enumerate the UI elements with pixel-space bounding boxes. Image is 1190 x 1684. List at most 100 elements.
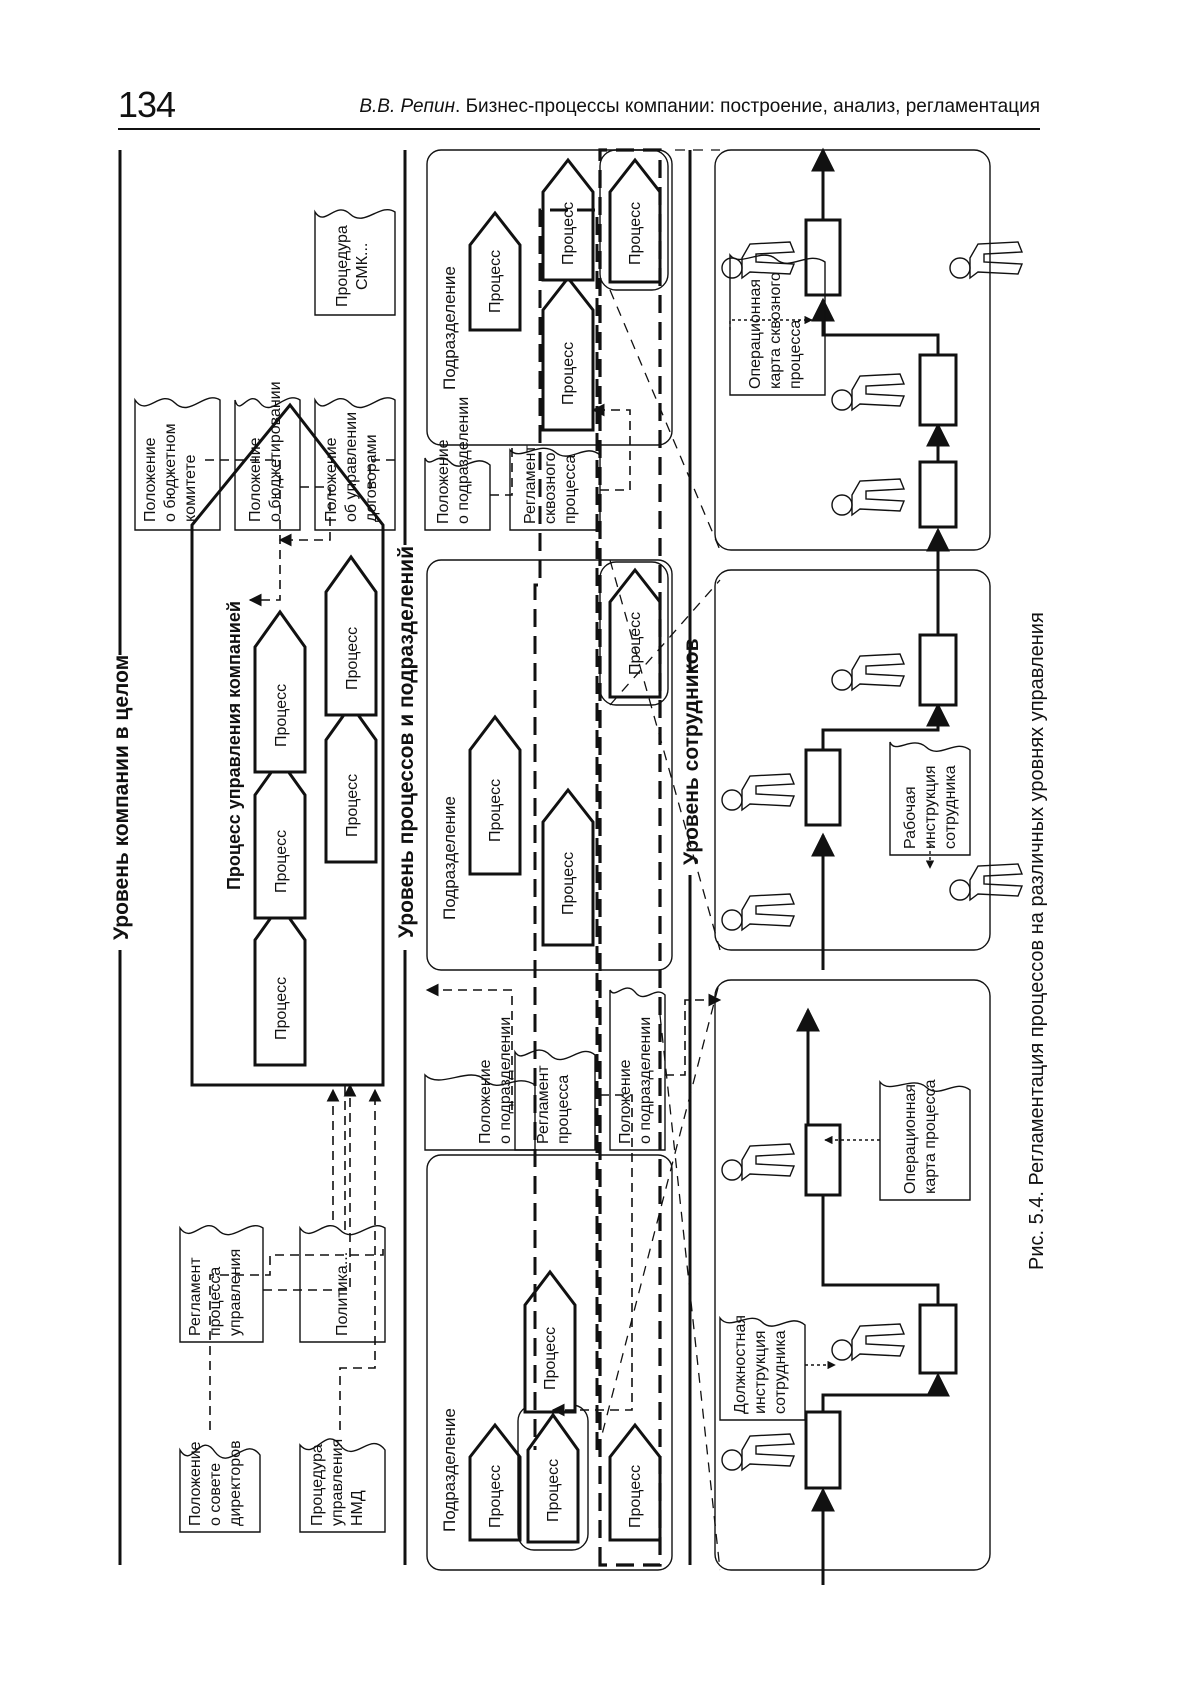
document-label: Должностная инструкция сотрудника bbox=[732, 1310, 789, 1414]
department-3[interactable]: Подразделение bbox=[426, 149, 673, 446]
document-shape bbox=[729, 252, 826, 396]
dept1-process-2[interactable]: Процесс bbox=[517, 1404, 589, 1551]
department-2[interactable]: Подразделение bbox=[426, 559, 673, 971]
department-label: Подразделение bbox=[440, 796, 459, 920]
level-company-label: Уровень компании в целом bbox=[110, 655, 133, 940]
doc-mgmt-process-regulation[interactable]: Регламент процесса управления bbox=[179, 1224, 264, 1343]
dept3-process-4[interactable]: Процесс bbox=[599, 149, 669, 291]
doc-work-instruction[interactable]: Рабочая инструкция сотрудника bbox=[889, 741, 971, 856]
company-process-3[interactable]: Процесс bbox=[253, 609, 307, 774]
person-icon bbox=[949, 241, 1023, 279]
department-1[interactable]: Подразделение bbox=[426, 1154, 673, 1571]
doc-process-regulation[interactable]: Регламент процесса bbox=[514, 1049, 596, 1151]
document-shape bbox=[609, 987, 666, 1151]
doc-job-description[interactable]: Должностная инструкция сотрудника bbox=[719, 1310, 806, 1421]
activity-box[interactable] bbox=[804, 748, 842, 827]
connector bbox=[591, 403, 631, 491]
frame bbox=[714, 979, 991, 1571]
process-label: Процесс bbox=[273, 830, 290, 893]
department-frame bbox=[426, 1154, 673, 1571]
document-label: Политика... bbox=[334, 1252, 351, 1336]
person-icon bbox=[831, 1323, 905, 1361]
doc-dept-regulation-2[interactable]: Положение о подразделении bbox=[609, 987, 666, 1151]
company-process-1[interactable]: Процесс bbox=[253, 902, 307, 1067]
document-label: Рабочая инструкция сотрудника bbox=[902, 761, 959, 849]
activity-box[interactable] bbox=[804, 1410, 842, 1490]
doc-nmd-procedure[interactable]: Процедура управления НМД bbox=[299, 1434, 386, 1533]
department-label: Подразделение bbox=[440, 266, 459, 390]
frame bbox=[714, 149, 991, 551]
process-label: Процесс bbox=[344, 627, 361, 690]
process-shape bbox=[541, 787, 595, 947]
process-shape bbox=[253, 757, 307, 920]
dept3-process-2[interactable]: Процесс bbox=[541, 275, 595, 432]
dept2-process-2[interactable]: Процесс bbox=[541, 787, 595, 947]
dept2-process-1[interactable]: Процесс bbox=[468, 714, 522, 876]
dept1-process-1[interactable]: Процесс bbox=[468, 1422, 522, 1542]
figure-caption: Рис. 5.4. Регламентация процессов на раз… bbox=[1026, 612, 1048, 1270]
document-label: Положение о бюджетировании bbox=[247, 381, 284, 522]
activity-box[interactable] bbox=[804, 1123, 842, 1197]
document-shape bbox=[299, 1224, 386, 1343]
activity-box[interactable] bbox=[918, 633, 958, 707]
flow-arrow bbox=[796, 1007, 940, 1305]
doc-board-regulation[interactable]: Положение о совете директоров bbox=[179, 1437, 261, 1533]
doc-qms-procedure[interactable]: Процедура СМК... bbox=[314, 209, 396, 316]
page-number: 134 bbox=[118, 84, 176, 125]
dept3-process-1[interactable]: Процесс bbox=[468, 210, 522, 332]
main-process-title: Процесс управления компанией bbox=[224, 601, 244, 890]
document-label: Положение о подразделении bbox=[435, 397, 472, 524]
connector bbox=[425, 983, 513, 1110]
e2e-process-outline bbox=[533, 208, 599, 1450]
dept1-process-4[interactable]: Процесс bbox=[608, 1422, 662, 1542]
document-shape bbox=[299, 1438, 386, 1533]
doc-budget-committee[interactable]: Положение о бюджетном комитете bbox=[134, 397, 221, 531]
level-processes: Уровень процессов и подразделений bbox=[395, 150, 418, 1565]
company-process-4[interactable]: Процесс bbox=[324, 702, 378, 864]
dept2-process-3[interactable]: Процесс bbox=[599, 561, 669, 706]
guide-line bbox=[597, 979, 721, 1451]
document-label: Процедура СМК... bbox=[334, 221, 371, 307]
document-label: Регламент процесса управления bbox=[187, 1249, 244, 1336]
activity-box[interactable] bbox=[918, 1303, 958, 1375]
doc-dept-regulation-1[interactable]: Положение о подразделении bbox=[424, 1017, 536, 1151]
document-label: Положение об управлении договорами bbox=[323, 408, 380, 523]
document-label: Положение о бюджетном комитете bbox=[142, 419, 199, 522]
process-shape bbox=[468, 1422, 522, 1542]
doc-dept-regulation-3[interactable]: Положение о подразделении bbox=[424, 397, 491, 531]
doc-operational-map[interactable]: Операционная карта процесса bbox=[879, 1079, 971, 1201]
doc-e2e-process-regulation[interactable]: Регламент сквозного процесса bbox=[509, 441, 601, 531]
process-label: Процесс bbox=[545, 1459, 562, 1522]
diagram-canvas: Уровень компании в целом Уровень процесс… bbox=[110, 147, 1048, 1585]
running-head: В.В. Репин. Бизнес-процессы компании: по… bbox=[359, 96, 1040, 118]
process-shape bbox=[324, 554, 378, 717]
doc-budgeting[interactable]: Положение о бюджетировании bbox=[234, 381, 301, 531]
activity-box[interactable] bbox=[918, 353, 958, 427]
process-shape bbox=[541, 157, 595, 282]
doc-contract-management[interactable]: Положение об управлении договорами bbox=[314, 397, 396, 531]
doc-policy[interactable]: Политика... bbox=[299, 1224, 386, 1343]
dept3-process-3[interactable]: Процесс bbox=[541, 157, 595, 282]
company-connectors bbox=[205, 459, 395, 1430]
document-shape bbox=[424, 1073, 536, 1151]
document-shape bbox=[179, 1224, 264, 1343]
person-icon bbox=[949, 863, 1023, 901]
process-shape bbox=[608, 157, 662, 284]
process-shape bbox=[541, 275, 595, 432]
doc-e2e-operational-map[interactable]: Операционная карта сквозного процесса bbox=[729, 252, 826, 396]
dept1-process-3[interactable]: Процесс bbox=[523, 1269, 577, 1414]
activity-box[interactable] bbox=[918, 460, 958, 529]
person-icon bbox=[721, 893, 795, 931]
document-label: Положение о подразделении bbox=[617, 1017, 654, 1144]
company-process-2[interactable]: Процесс bbox=[253, 757, 307, 920]
process-label: Процесс bbox=[344, 774, 361, 837]
document-shape bbox=[314, 397, 396, 531]
connector bbox=[665, 993, 722, 1076]
flow-arrow bbox=[821, 1372, 950, 1412]
process-shape bbox=[253, 609, 307, 774]
activity-boxes bbox=[804, 218, 958, 1490]
person-icon bbox=[831, 478, 905, 516]
company-process-5[interactable]: Процесс bbox=[324, 554, 378, 717]
activity-box[interactable] bbox=[804, 218, 842, 297]
process-shape bbox=[526, 1412, 580, 1544]
